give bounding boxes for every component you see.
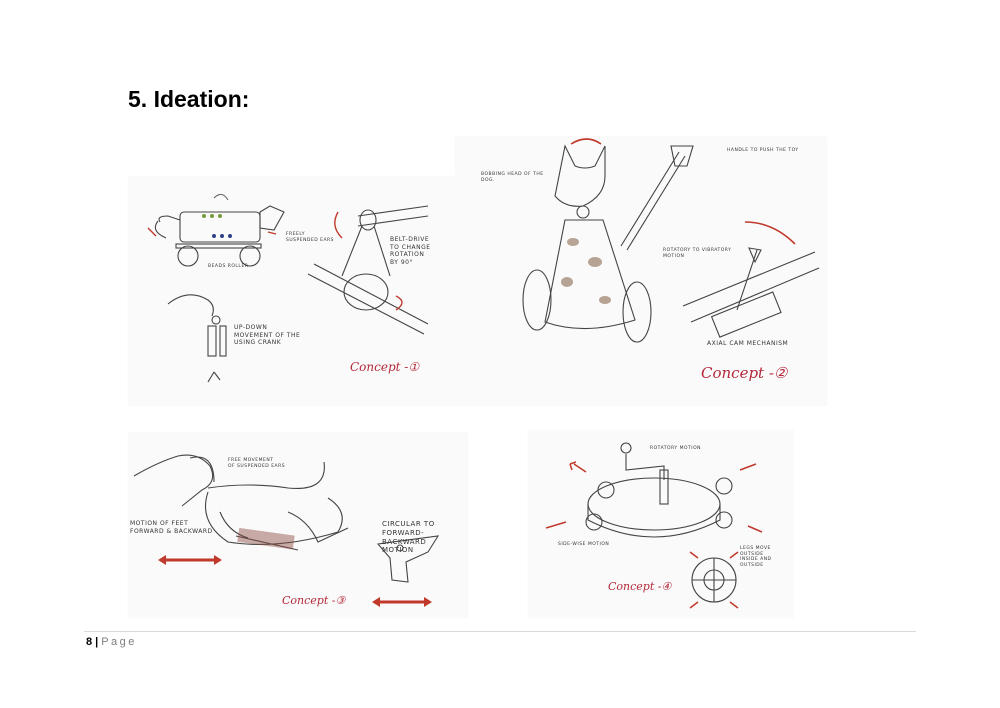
note-cam: Axial cam mechanism	[707, 340, 789, 347]
page-word: Page	[101, 636, 137, 648]
concept-2-label: Concept -②	[701, 364, 788, 382]
note-side: Side-wise motion	[558, 542, 610, 547]
page-footer: 8|Page	[86, 636, 137, 648]
concept-2-drawing	[522, 138, 820, 343]
note-ears-3: Free movement of suspended ears	[228, 458, 286, 469]
section-heading: 5. Ideation:	[128, 86, 250, 112]
note-legs: Legs move outside inside and outside	[740, 546, 772, 568]
concept-1-drawing	[147, 193, 429, 383]
note-ears: Freely suspended ears	[286, 232, 335, 243]
note-belt: Belt-drive to change rotation by 90°	[390, 236, 431, 266]
concept-3-sketch: Free movement of suspended ears Motion o…	[128, 432, 468, 618]
note-handle: Handle to push the toy	[727, 148, 799, 153]
note-updown: Up-down movement of the using crank	[234, 324, 301, 346]
page-number: 8	[86, 636, 93, 648]
concept-3-label: Concept -③	[282, 594, 346, 607]
concept-2-sketch: Bobbing head of the dog. Handle to push …	[455, 136, 827, 406]
footer-divider	[84, 631, 916, 632]
concept-1-sketch: Freely suspended ears Beads roller Belt-…	[128, 176, 454, 406]
note-rotatory: Rotatory to vibratory motion	[663, 248, 732, 259]
note-feet: Motion of feet forward & backward	[130, 520, 213, 535]
concept-4-label: Concept -④	[608, 580, 672, 593]
note-rotatory-4: Rotatory motion	[650, 446, 702, 451]
concept-3-drawing	[133, 454, 440, 607]
note-head: Bobbing head of the dog.	[481, 172, 544, 183]
concept-4-sketch: Rotatory motion Side-wise motion Legs mo…	[528, 430, 794, 618]
note-circular: Circular to forward-backward motion	[382, 520, 435, 555]
note-beads: Beads roller	[208, 264, 249, 269]
footer-separator: |	[95, 636, 99, 648]
concept-1-label: Concept -①	[350, 360, 420, 374]
concept-4-drawing	[545, 442, 763, 609]
